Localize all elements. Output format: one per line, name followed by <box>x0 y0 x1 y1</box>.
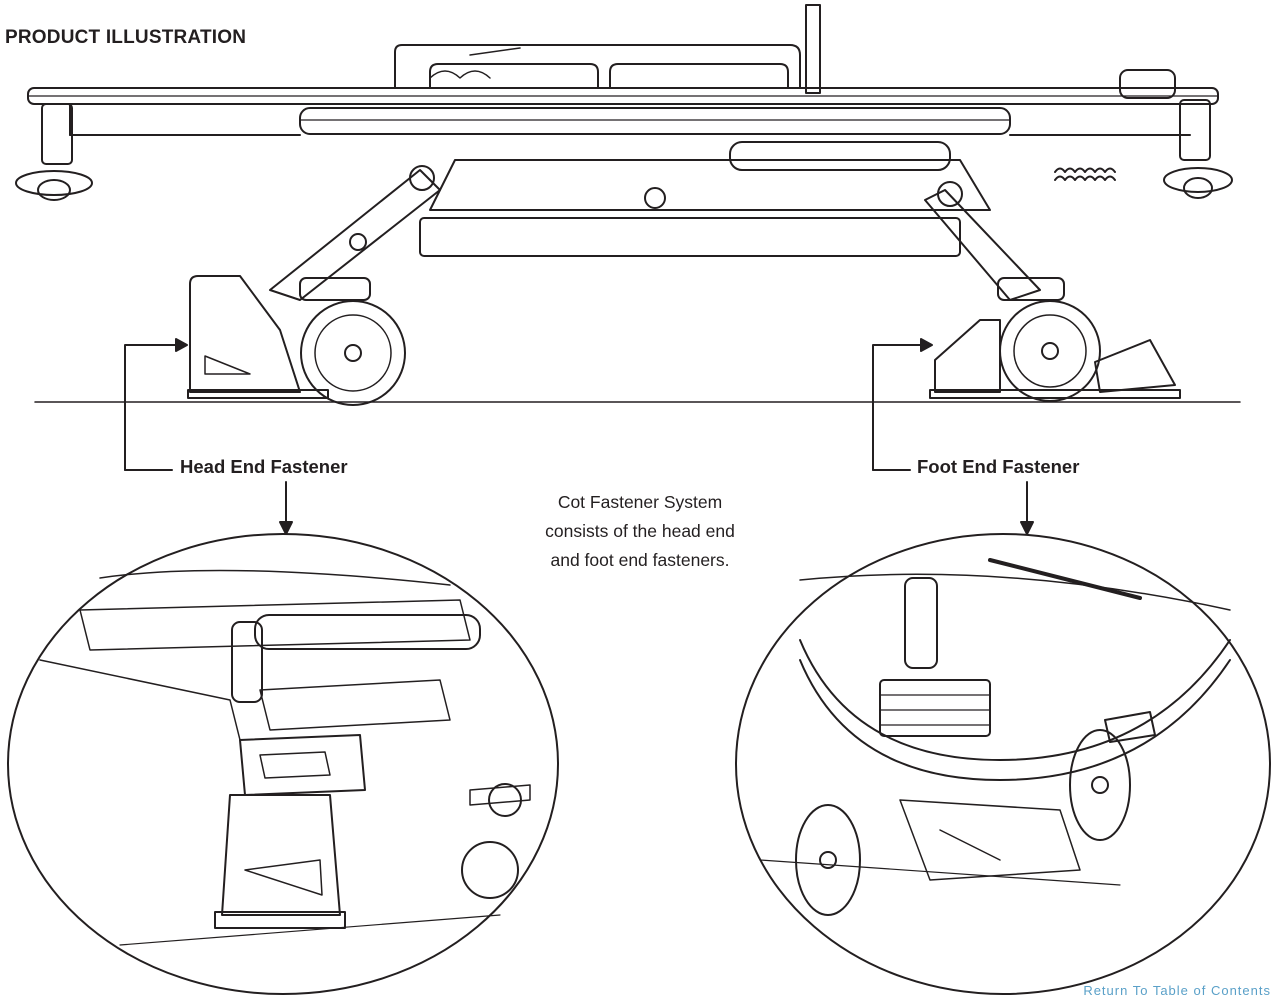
head-end-fastener-label: Head End Fastener <box>180 456 348 477</box>
page-title: PRODUCT ILLUSTRATION <box>5 27 247 48</box>
head-end-callout-leader <box>124 338 293 535</box>
foot-end-detail-view <box>735 533 1271 995</box>
foot-end-callout-leader <box>872 338 1034 535</box>
head-end-detail-view <box>7 533 559 995</box>
fastener-description: Cot Fastener System consists of the head… <box>490 488 790 575</box>
description-line: and foot end fasteners. <box>550 550 730 570</box>
description-line: Cot Fastener System <box>557 492 723 512</box>
cot-side-view <box>15 4 1241 406</box>
foot-end-fastener-label: Foot End Fastener <box>917 456 1080 477</box>
return-to-toc-link[interactable]: Return To Table of Contents <box>1083 983 1271 995</box>
description-line: consists of the head end <box>545 521 735 541</box>
